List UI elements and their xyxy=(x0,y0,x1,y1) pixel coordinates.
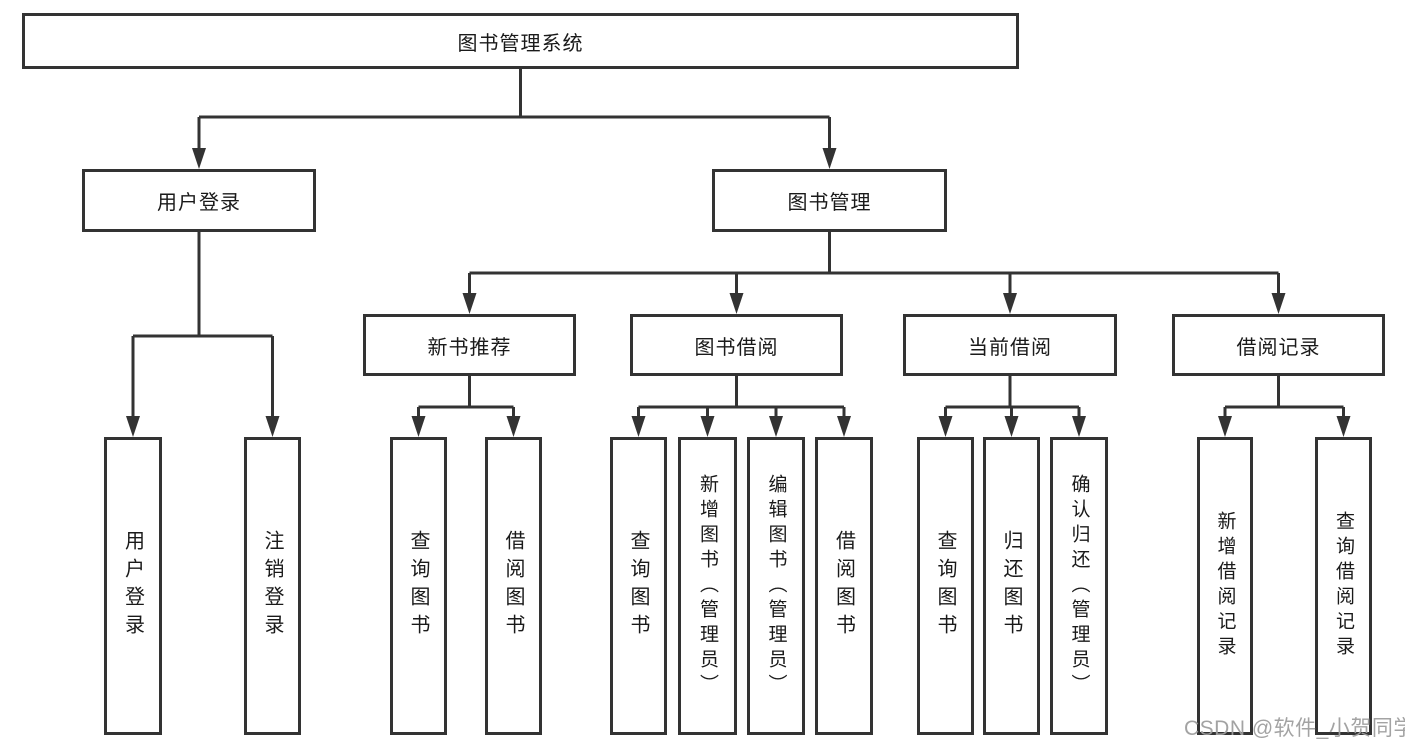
arrowhead-icon xyxy=(938,416,953,437)
arrowhead-icon xyxy=(1003,293,1017,314)
connector-root xyxy=(197,69,831,150)
leaf-logout: 注销登录 xyxy=(244,437,301,735)
node-borrow-records: 借阅记录 xyxy=(1172,314,1385,376)
arrowhead-icon xyxy=(769,416,783,437)
node-user-login: 用户登录 xyxy=(82,169,316,232)
leaf-current-confirm-return-admin: 确认归还（管理员） xyxy=(1050,437,1108,735)
leaf-user-login: 用户登录 xyxy=(104,437,162,735)
leaf-records-query-record: 查询借阅记录 xyxy=(1315,437,1372,735)
node-new-book-recommend: 新书推荐 xyxy=(363,314,576,376)
connector-current-borrow-arrowheads xyxy=(938,416,1086,437)
arrowhead-icon xyxy=(700,416,715,437)
node-book-management: 图书管理 xyxy=(712,169,947,232)
connector-book-borrow-path xyxy=(637,376,846,418)
connector-borrow-records-path xyxy=(1223,376,1345,418)
connector-book-management-path xyxy=(468,232,1280,295)
arrowhead-icon xyxy=(265,416,280,437)
arrowhead-icon xyxy=(462,293,477,314)
arrowhead-icon xyxy=(837,416,851,437)
arrowhead-icon xyxy=(192,148,206,169)
arrowhead-icon xyxy=(1336,416,1351,437)
node-root: 图书管理系统 xyxy=(22,13,1019,69)
arrowhead-icon xyxy=(506,416,521,437)
node-current-borrow: 当前借阅 xyxy=(903,314,1117,376)
node-book-borrow: 图书借阅 xyxy=(630,314,843,376)
leaf-current-return-books: 归还图书 xyxy=(983,437,1040,735)
leaf-current-query-books: 查询图书 xyxy=(917,437,974,735)
arrowhead-icon xyxy=(729,293,744,314)
connector-current-borrow-path xyxy=(944,376,1081,418)
connector-root-path xyxy=(197,69,831,150)
leaf-newbook-borrow-books: 借阅图书 xyxy=(485,437,542,735)
leaf-borrow-edit-books-admin: 编辑图书（管理员） xyxy=(747,437,805,735)
arrowhead-icon xyxy=(822,148,837,169)
connector-user-login-path xyxy=(131,232,274,418)
connector-user-login xyxy=(131,232,274,418)
connector-current-borrow xyxy=(944,376,1081,418)
watermark-text: CSDN @软件_小贺同学 xyxy=(1184,717,1405,740)
arrowhead-icon xyxy=(1271,293,1286,314)
arrowhead-icon xyxy=(1004,416,1019,437)
leaf-borrow-add-books-admin: 新增图书（管理员） xyxy=(678,437,737,735)
connector-root-arrowheads xyxy=(192,148,837,169)
connector-user-login-arrowheads xyxy=(126,416,280,437)
connector-new-book xyxy=(417,376,515,418)
leaf-borrow-query-books: 查询图书 xyxy=(610,437,667,735)
leaf-newbook-query-books: 查询图书 xyxy=(390,437,447,735)
connector-new-book-path xyxy=(417,376,515,418)
connector-borrow-records-arrowheads xyxy=(1218,416,1351,437)
arrowhead-icon xyxy=(1072,416,1086,437)
arrowhead-icon xyxy=(1218,416,1232,437)
arrowhead-icon xyxy=(126,416,140,437)
connector-book-management xyxy=(468,232,1280,295)
leaf-records-add-record: 新增借阅记录 xyxy=(1197,437,1253,735)
leaf-borrow-borrow-books: 借阅图书 xyxy=(815,437,873,735)
connector-new-book-arrowheads xyxy=(411,416,521,437)
arrowhead-icon xyxy=(631,416,646,437)
connector-book-borrow-arrowheads xyxy=(631,416,851,437)
connector-book-management-arrowheads xyxy=(462,293,1286,314)
arrowhead-icon xyxy=(411,416,426,437)
connector-borrow-records xyxy=(1223,376,1345,418)
connector-book-borrow xyxy=(637,376,846,418)
